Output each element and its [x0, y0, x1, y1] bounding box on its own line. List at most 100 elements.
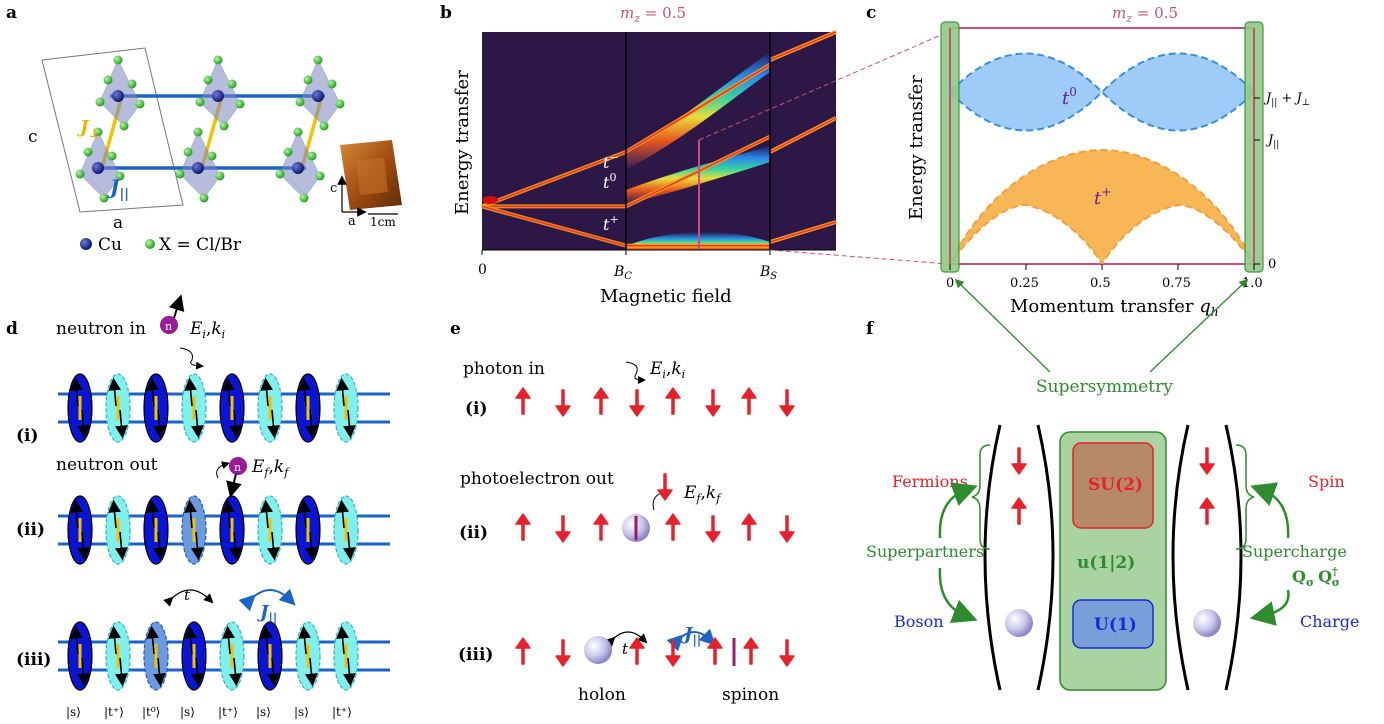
spin-up-arrow [1011, 497, 1027, 525]
panel-c-xlabel: Momentum transfer qh [1010, 296, 1219, 319]
xtick-label: 1.0 [1242, 276, 1263, 291]
holon-hop-label: t [622, 640, 629, 658]
spin-arrow [336, 499, 349, 529]
spin-arrow [260, 625, 273, 655]
charge-label: Charge [1300, 612, 1359, 631]
cu-atom [312, 90, 324, 102]
ket-label: |s⟩ [294, 705, 309, 719]
spin-arrow [115, 409, 128, 439]
panel-c-ylabel: Energy transfer [906, 75, 927, 220]
spin-up-arrow [593, 513, 609, 541]
panel-label-e: e [450, 319, 461, 339]
spin-arrow [229, 657, 242, 687]
label-t0-band: t0 [1062, 85, 1077, 109]
cu-legend-icon [80, 238, 92, 250]
spin-up-arrow [665, 513, 681, 541]
x-atom [215, 171, 225, 181]
spin-arrow [298, 377, 311, 407]
xtick-label: 0.25 [1010, 276, 1039, 291]
spin-arrow [153, 531, 166, 561]
x-atom [113, 55, 123, 65]
label-tplus: t+ [603, 213, 619, 234]
spin-arrow [77, 409, 90, 439]
spin-up-arrow [593, 387, 609, 415]
spin-arrow [305, 409, 318, 439]
neutron-out-icon [229, 457, 247, 475]
panel-b-ylabel: Energy transfer [452, 70, 473, 215]
ket-label: |s⟩ [256, 705, 271, 719]
spin-arrow [343, 657, 356, 687]
tick-zero: 0 [478, 262, 487, 278]
x-atom [293, 127, 303, 137]
spin-arrow [336, 625, 349, 655]
panel-a-lattice: c a J⊥ J|| c a 1cm Cu X = Cl/Br [28, 47, 402, 255]
superpartners-arrow-down [938, 567, 978, 624]
spin-arrow [267, 531, 280, 561]
neutron-in-eq: Ei,ki [189, 319, 225, 341]
spin-up-arrow [515, 387, 531, 415]
spin-arrow [343, 409, 356, 439]
spin-arrow [229, 531, 242, 561]
neutron-in-n: n [165, 320, 172, 333]
label-tplus-band: t+ [1094, 185, 1111, 209]
x-atom [219, 121, 229, 131]
spin-down-arrow [1199, 447, 1215, 475]
spin-down-arrow [1011, 447, 1027, 475]
panel-label-c: c [866, 3, 876, 23]
boson-ball-right [1193, 609, 1221, 637]
x-atom [203, 75, 213, 85]
x-atom [275, 169, 285, 179]
spin-arrow [146, 625, 159, 655]
ket-label: |t⁺⟩ [218, 705, 238, 719]
label-tminus: t− [603, 151, 619, 172]
neutron-out-path [216, 461, 230, 479]
spin-down-arrow [779, 389, 795, 417]
spin-down-arrow [705, 389, 721, 417]
spin-arrow [267, 657, 280, 687]
x-atom [119, 121, 129, 131]
spin-down-arrow [629, 389, 645, 417]
photon-in-label: photon in [463, 359, 545, 379]
spin-arrow [267, 409, 280, 439]
x-atom [107, 151, 117, 161]
x-atom [127, 79, 137, 89]
hop-t-arrow [163, 589, 214, 607]
u1-box [1072, 599, 1154, 649]
x-atom [175, 169, 185, 179]
j-perp-label: J⊥ [77, 117, 100, 140]
spin-down-arrow [657, 473, 673, 501]
neutron-row-iii: (iii) [16, 650, 51, 670]
xtick-label: 0.75 [1162, 276, 1191, 291]
spin-up-arrow [629, 637, 645, 665]
x-atom [75, 169, 85, 179]
j-par-label: J|| [106, 175, 129, 202]
x-atom [299, 193, 309, 203]
holon-hop-arrow [605, 631, 648, 647]
spin-arrow [298, 625, 311, 655]
panel-b-chart: mz = 0.5 t− t0 t+ 0 BC BS Magnetic field… [452, 4, 837, 307]
x-atom [103, 75, 113, 85]
neutron-row-i: (i) [16, 426, 39, 446]
panel-label-f: f [866, 319, 875, 339]
spin-up-arrow [1199, 497, 1215, 525]
photoelectron-label: photoelectron out [460, 469, 614, 489]
ytick-jsum: J|| + J⊥ [1263, 91, 1310, 108]
spin-arrow [305, 657, 318, 687]
superpartners-label: Superpartners [866, 542, 984, 561]
band-tplus-area [949, 148, 1255, 266]
x-atom [95, 97, 105, 107]
x-atom [199, 193, 209, 203]
spin-up-arrow [741, 387, 757, 415]
dispersion-saturated-core [769, 31, 837, 61]
dispersion-saturated-core [769, 221, 837, 243]
spin-arrow [184, 499, 197, 529]
boson-ball-left [1005, 609, 1033, 637]
panel-b-title: mz = 0.5 [620, 4, 686, 25]
spin-arrow [108, 377, 121, 407]
x-atom [313, 55, 323, 65]
panel-label-a: a [6, 3, 17, 23]
spin-arrow [153, 409, 166, 439]
panel-d: neutron in n Ei,ki (i) neutron out n Ef,… [16, 294, 390, 719]
